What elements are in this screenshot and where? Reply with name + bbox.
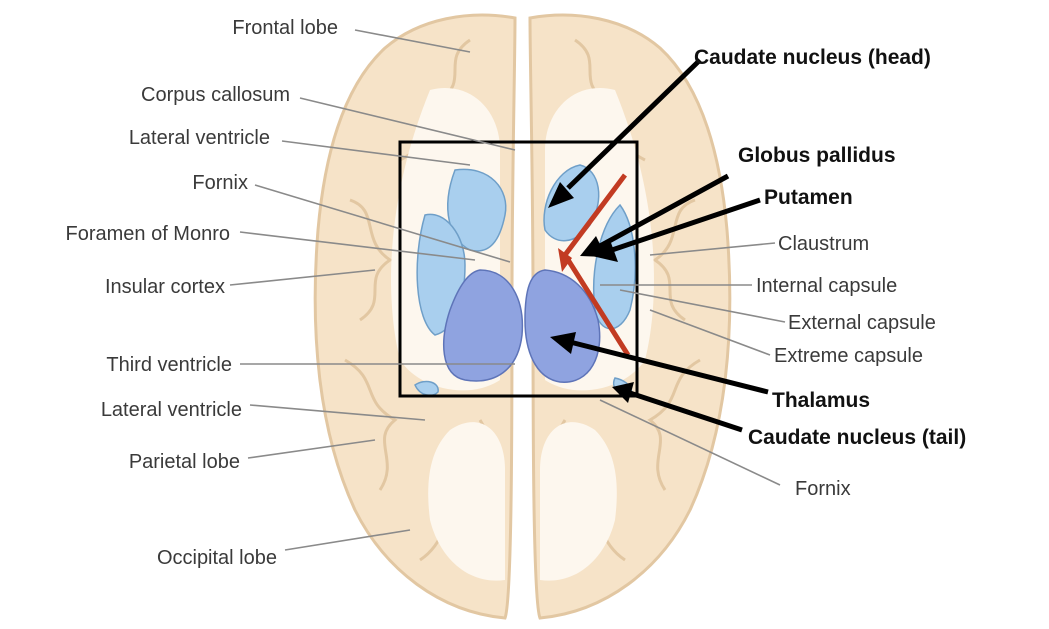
lateral-ventricle-left: [447, 168, 507, 252]
label-fornix-left: Fornix: [192, 172, 248, 194]
leader-lines-right: [599, 242, 786, 486]
caudate-tail-left: [414, 380, 439, 397]
label-lateral-ventricle-posterior: Lateral ventricle: [101, 399, 242, 421]
arrow-putamen: [611, 197, 761, 253]
label-claustrum: Claustrum: [778, 233, 869, 255]
arrow-thalamus-tip: [550, 332, 576, 354]
label-globus-pallidus: Globus pallidus: [738, 144, 896, 167]
arrow-caudate-head-tip: [548, 182, 574, 208]
arrow-caudate-head: [566, 58, 702, 190]
label-corpus-callosum: Corpus callosum: [141, 84, 290, 106]
label-caudate-tail: Caudate nucleus (tail): [748, 426, 966, 449]
focus-frame: [398, 140, 639, 398]
label-putamen: Putamen: [764, 186, 853, 209]
labels-left: Frontal lobe Corpus callosum Lateral ven…: [65, 17, 338, 569]
label-extreme-capsule: Extreme capsule: [774, 345, 923, 367]
arrow-caudate-tail: [629, 390, 743, 433]
arrow-thalamus: [569, 339, 769, 395]
label-thalamus: Thalamus: [772, 389, 870, 412]
leader-lines-left: [229, 29, 516, 551]
callout-arrows: [548, 58, 769, 433]
label-foramen-of-monro: Foramen of Monro: [65, 223, 230, 245]
label-lateral-ventricle-anterior: Lateral ventricle: [129, 127, 270, 149]
label-frontal-lobe: Frontal lobe: [232, 17, 338, 39]
thalamus-left: [443, 269, 524, 382]
label-occipital-lobe: Occipital lobe: [157, 547, 277, 569]
label-internal-capsule: Internal capsule: [756, 275, 897, 297]
label-parietal-lobe: Parietal lobe: [129, 451, 240, 473]
arrow-putamen-tip: [592, 240, 618, 262]
thalamus-right: [524, 269, 601, 383]
label-external-capsule: External capsule: [788, 312, 936, 334]
genu-marker: [558, 248, 572, 272]
label-third-ventricle: Third ventricle: [106, 354, 232, 376]
labels-right: Caudate nucleus (head) Globus pallidus P…: [694, 46, 966, 500]
label-fornix-right: Fornix: [795, 478, 851, 500]
caudate-head-right: [543, 164, 600, 242]
label-caudate-head: Caudate nucleus (head): [694, 46, 931, 69]
arrow-globus-pallidus: [598, 173, 730, 249]
label-insular-cortex: Insular cortex: [105, 276, 225, 298]
arrow-caudate-tail-tip: [612, 382, 634, 403]
